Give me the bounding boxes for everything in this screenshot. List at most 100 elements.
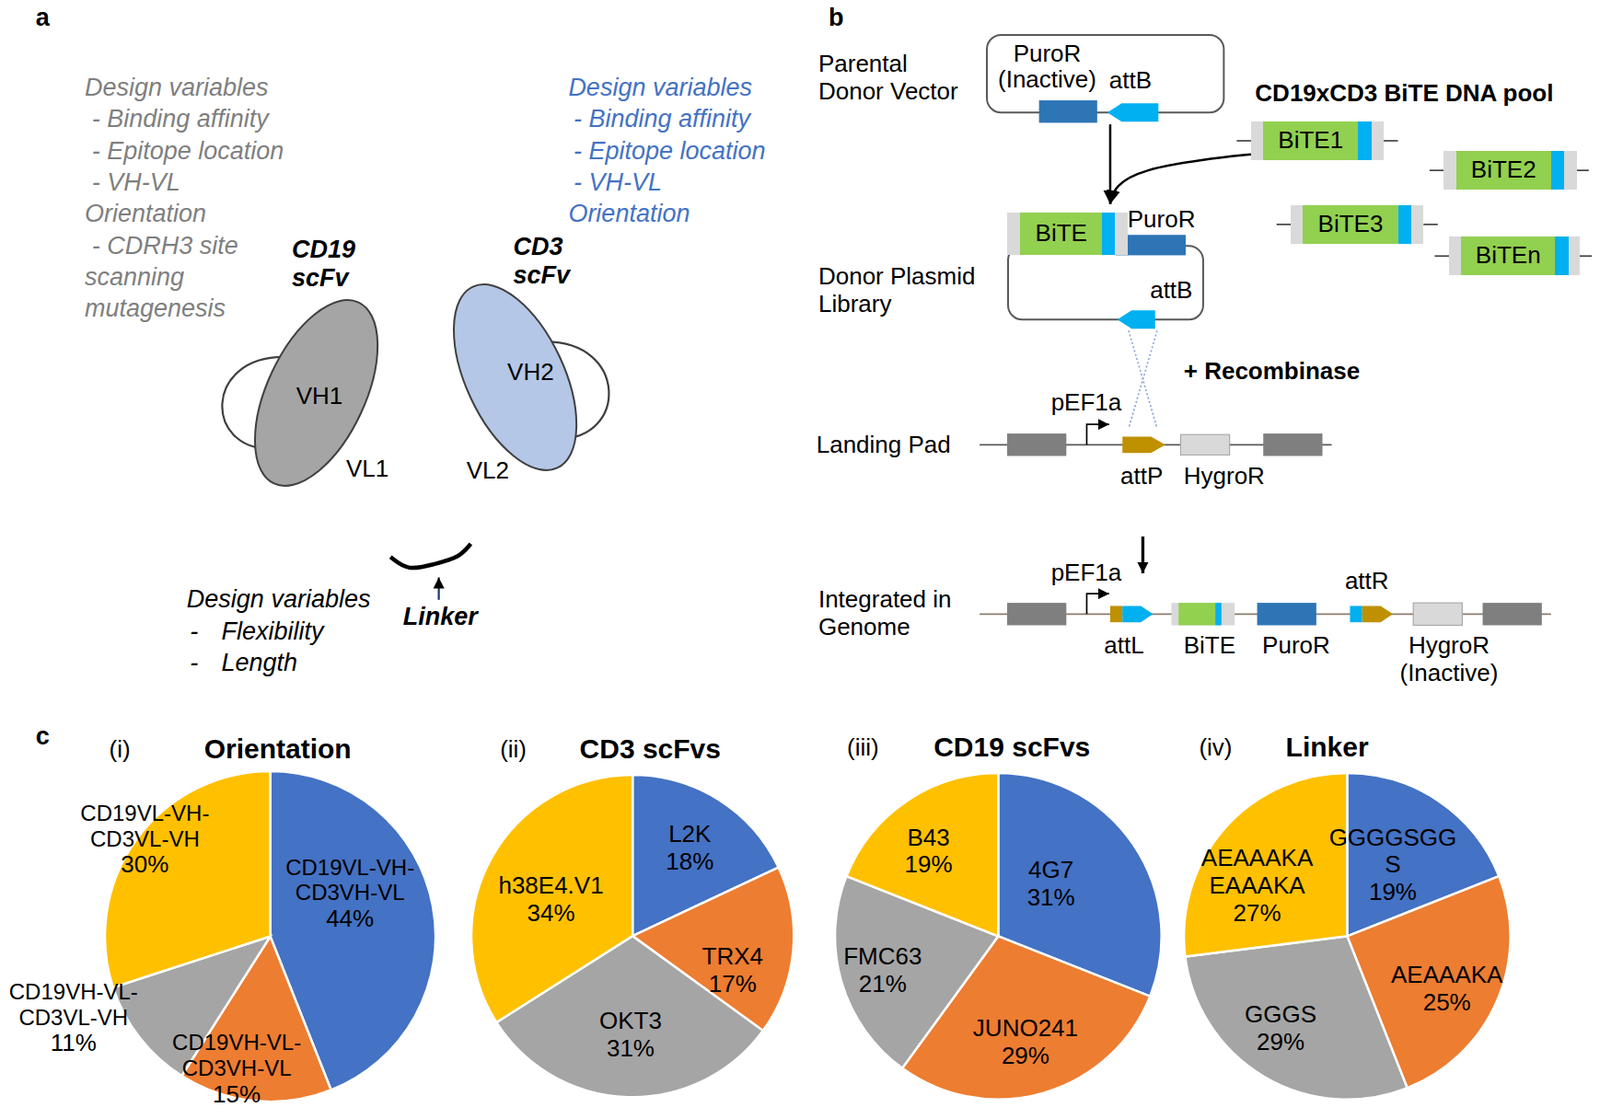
label-text: - [189,649,198,678]
percentage: 29% [973,1043,1079,1071]
category-name: GGGGSGGS [1324,824,1461,881]
label-text: Linker [403,602,478,632]
label-text: + Recombinase [1183,358,1360,386]
label-text: Integrated in Genome [818,586,975,642]
percentage: 29% [1244,1029,1317,1057]
label-slot: a [35,3,50,33]
label-slot: (i) [109,736,131,765]
text-slot: 4G731% [1027,857,1076,913]
label-slot: - Binding affinity [92,104,269,134]
label-text: - VH-VL [92,168,181,198]
label-slot: - [189,649,198,678]
label-slot: (iii) [846,734,880,763]
label-text: c [35,722,50,752]
dna-end [1434,255,1450,257]
dna-end [1236,139,1252,142]
scfv-domain [229,281,403,505]
text-slot: L2K18% [665,821,714,877]
bite-construct: BiTE3 [1290,205,1424,244]
category-name: OKT3 [599,1008,662,1036]
label-slot: Orientation [204,733,352,766]
label-slot: - Epitope location [92,137,285,166]
text-slot: PuroR (Inactive) [997,41,1097,93]
label-text: CD3 scFv [513,232,571,290]
text-slot: JUNO24129% [973,1015,1079,1071]
percentage: 30% [69,851,221,880]
bite-tag [1215,602,1222,626]
text-slot: BiTE2 [1471,156,1537,185]
genomic-block [1007,433,1067,456]
text-slot: attB [1149,277,1193,305]
label-text: attR [1344,568,1390,596]
text-slot: AEAAAKAEAAAKA27% [1197,845,1318,928]
pie-slice: B4319% [834,773,1162,1101]
label-text: Design variables [84,73,269,103]
label-slot: Length [221,649,299,678]
vl-domain: VL2 [440,358,564,545]
genomic-block [1263,433,1322,456]
text-slot: attB [1109,67,1152,95]
label-slot: CD19 scFv [291,235,356,293]
text-slot: B4319% [904,824,953,881]
label-text: Orientation [568,199,690,229]
node-text: BiTE3 [1318,210,1384,239]
donor-plasmid: PuroR attB BiTE [1007,204,1205,329]
label-text: pEF1a [1051,389,1123,418]
node-text: BiTE [1035,220,1088,248]
integrated-locus [979,593,1552,626]
node-text: BiTEn [1475,242,1542,270]
promoter-arrow [1086,593,1109,615]
label-text: (iv) [1198,734,1232,763]
text-slot: CD19VH-VL-CD3VL-VH11% [0,979,150,1058]
label-text: CD19xCD3 BiTE DNA pool [1254,80,1554,108]
category-name: B43 [904,824,953,853]
attl-half [1122,605,1153,623]
landing-pad [979,424,1332,456]
step-arrow [1141,536,1145,574]
attr-half [1349,605,1362,623]
percentage: 34% [498,900,603,928]
label-text: - Binding affinity [573,104,751,134]
text-slot: BiTEn [1475,242,1542,270]
label-text: attL [1103,632,1144,661]
attr-half [1362,605,1393,623]
label-slot: c [35,722,50,752]
category-name: GGGS [1244,1001,1317,1030]
label-text: scanning [84,263,185,292]
text-slot: CD19VL-VH-CD3VH-VL44% [274,855,427,934]
label-text: HygroR (Inactive) [1399,632,1498,688]
label-slot: (ii) [499,736,527,765]
text-slot: TRX417% [702,943,764,999]
pie-shape [1183,773,1511,1101]
genomic-block [1483,602,1543,626]
label-text: - Epitope location [92,137,285,166]
node-text: VH2 [507,359,555,387]
text-slot: VH1 [296,382,344,411]
label-slot: PuroR [1262,632,1331,661]
dna-end [1576,169,1589,172]
linker-peptide [390,544,471,569]
category-name: AEAAAKAEAAAKA [1197,845,1318,901]
text-slot: BiTE1 [1277,127,1344,155]
bite-construct: BiTEn [1449,236,1580,276]
attp-site [1122,436,1166,453]
label-text: Orientation [204,733,352,766]
label-slot: Design variables [568,73,753,103]
percentage: 19% [1324,879,1461,907]
node-text: PuroR [1127,206,1196,234]
label-text: Flexibility [221,617,325,647]
label-slot: Integrated in Genome [818,586,975,642]
node-text: attB [1149,277,1193,305]
label-slot: CD3 scFv [513,232,571,290]
category-name: AEAAAKA [1391,962,1503,990]
label-slot: pEF1a [1051,559,1123,588]
label-text: b [828,3,845,33]
label-text: a [35,3,50,33]
label-text: Landing Pad [816,431,951,460]
category-name: CD19VH-VL-CD3VL-VH [0,979,150,1031]
label-slot: Parental Donor Vector [818,50,971,106]
node-text: VL2 [466,457,510,486]
category-name: CD19VL-VH-CD3VH-VL [274,855,427,906]
label-slot: - VH-VL [573,168,662,198]
pointer-arrow [438,577,441,600]
